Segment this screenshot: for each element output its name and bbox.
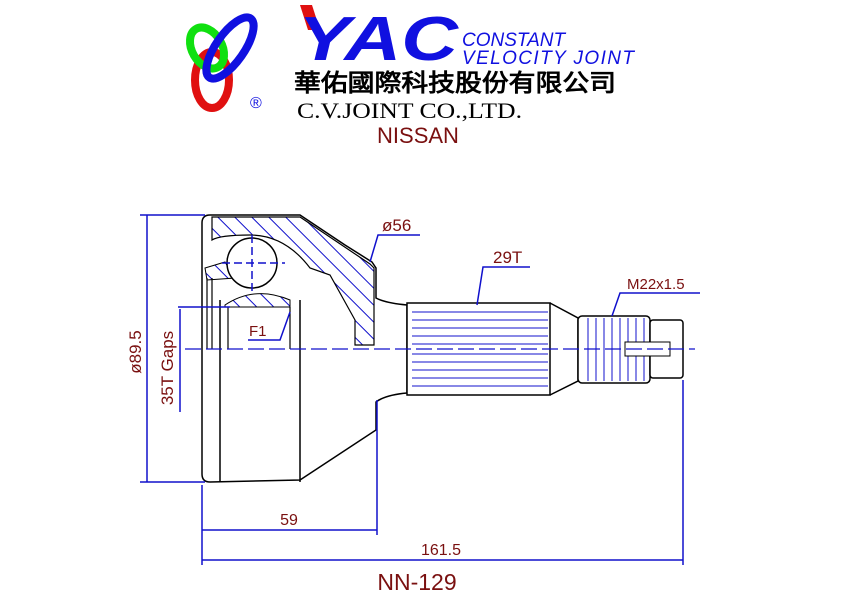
outer-housing [201,214,408,483]
logo-ring-blue [202,13,258,83]
neck-diameter-label: ø56 [382,216,411,235]
brand-logo-text: YAC [298,5,460,74]
inner-spline-label: 35T Gaps [158,331,177,405]
housing-section-hatch [211,216,375,346]
bearing-label: F1 [249,323,267,340]
company-name-english: C.V.JOINT CO.,LTD. [297,98,522,123]
spline-count-label: 29T [493,248,522,267]
logo-red-stroke [300,5,320,30]
tagline-line1: CONSTANT [462,30,566,51]
thread-label: M22x1.5 [627,276,685,293]
company-name-chinese: 華佑國際科技股份有限公司 [294,69,616,97]
bell-length-label: 59 [280,512,298,529]
inner-race-hatch [224,293,291,308]
tagline-line2: VELOCITY JOINT [462,48,635,69]
total-length-label: 161.5 [421,542,461,559]
company-logo: ® YAC CONSTANT VELOCITY JOINT 華佑國際科技股份有限… [185,5,635,123]
dimension-lines [140,214,700,565]
registered-mark: ® [250,95,262,112]
make-label: NISSAN [377,123,459,148]
outer-diameter-label: ø89.5 [126,330,145,373]
part-number: NN-129 [377,569,456,595]
ball-centerlines [222,235,285,292]
